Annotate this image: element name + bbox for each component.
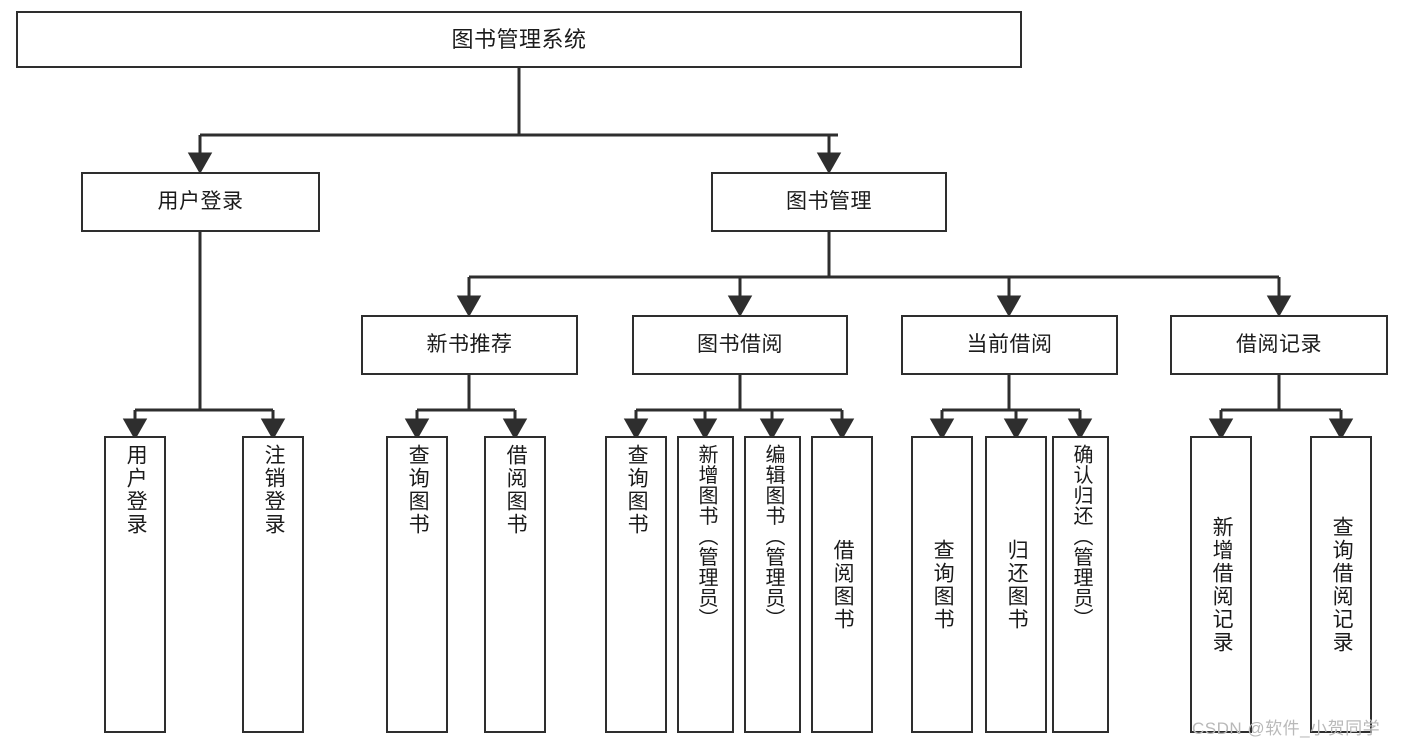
- node-leaf-query-book-3[interactable]: 查询图书: [911, 436, 973, 733]
- node-leaf-borrow-book-2[interactable]: 借阅图书: [811, 436, 873, 733]
- node-label: 借阅图书: [831, 538, 855, 631]
- node-leaf-logout-login[interactable]: 注销登录: [242, 436, 304, 733]
- node-user-login[interactable]: 用户登录: [81, 172, 320, 232]
- node-root-system[interactable]: 图书管理系统: [16, 11, 1022, 68]
- node-label: 查询图书: [625, 444, 649, 536]
- node-leaf-add-book[interactable]: 新增图书（管理员）: [677, 436, 734, 733]
- node-leaf-borrow-book-1[interactable]: 借阅图书: [484, 436, 546, 733]
- node-leaf-query-book-1[interactable]: 查询图书: [386, 436, 448, 733]
- node-label: 新增借阅记录: [1210, 515, 1234, 654]
- node-leaf-user-login[interactable]: 用户登录: [104, 436, 166, 733]
- node-leaf-query-borrow-record[interactable]: 查询借阅记录: [1310, 436, 1372, 733]
- node-new-book-recommend[interactable]: 新书推荐: [361, 315, 578, 375]
- node-label: 借阅图书: [504, 444, 528, 536]
- node-label: 新书推荐: [426, 332, 513, 356]
- node-leaf-query-book-2[interactable]: 查询图书: [605, 436, 667, 733]
- node-label: 图书借阅: [697, 332, 783, 356]
- node-label: 确认归还（管理员）: [1070, 444, 1092, 629]
- node-label: 图书管理系统: [451, 26, 587, 52]
- node-label: 用户登录: [124, 444, 148, 536]
- node-leaf-add-borrow-record[interactable]: 新增借阅记录: [1190, 436, 1252, 733]
- node-label: 图书管理: [786, 189, 872, 213]
- node-label: 归还图书: [1005, 538, 1029, 631]
- node-label: 当前借阅: [966, 332, 1053, 356]
- node-current-borrow[interactable]: 当前借阅: [901, 315, 1118, 375]
- node-label: 查询图书: [406, 444, 430, 536]
- node-label: 查询图书: [931, 538, 955, 631]
- csdn-watermark: CSDN @软件_小贺同学: [1192, 719, 1381, 738]
- node-book-manage[interactable]: 图书管理: [711, 172, 947, 232]
- node-label: 借阅记录: [1236, 332, 1322, 356]
- node-book-borrow[interactable]: 图书借阅: [632, 315, 848, 375]
- node-leaf-return-book[interactable]: 归还图书: [985, 436, 1047, 733]
- node-leaf-edit-book[interactable]: 编辑图书（管理员）: [744, 436, 801, 733]
- node-label: 注销登录: [262, 444, 286, 536]
- node-leaf-confirm-return[interactable]: 确认归还（管理员）: [1052, 436, 1109, 733]
- node-label: 编辑图书（管理员）: [762, 444, 784, 629]
- node-borrow-record[interactable]: 借阅记录: [1170, 315, 1388, 375]
- node-label: 用户登录: [157, 189, 244, 213]
- node-label: 新增图书（管理员）: [695, 444, 717, 629]
- node-label: 查询借阅记录: [1330, 515, 1354, 654]
